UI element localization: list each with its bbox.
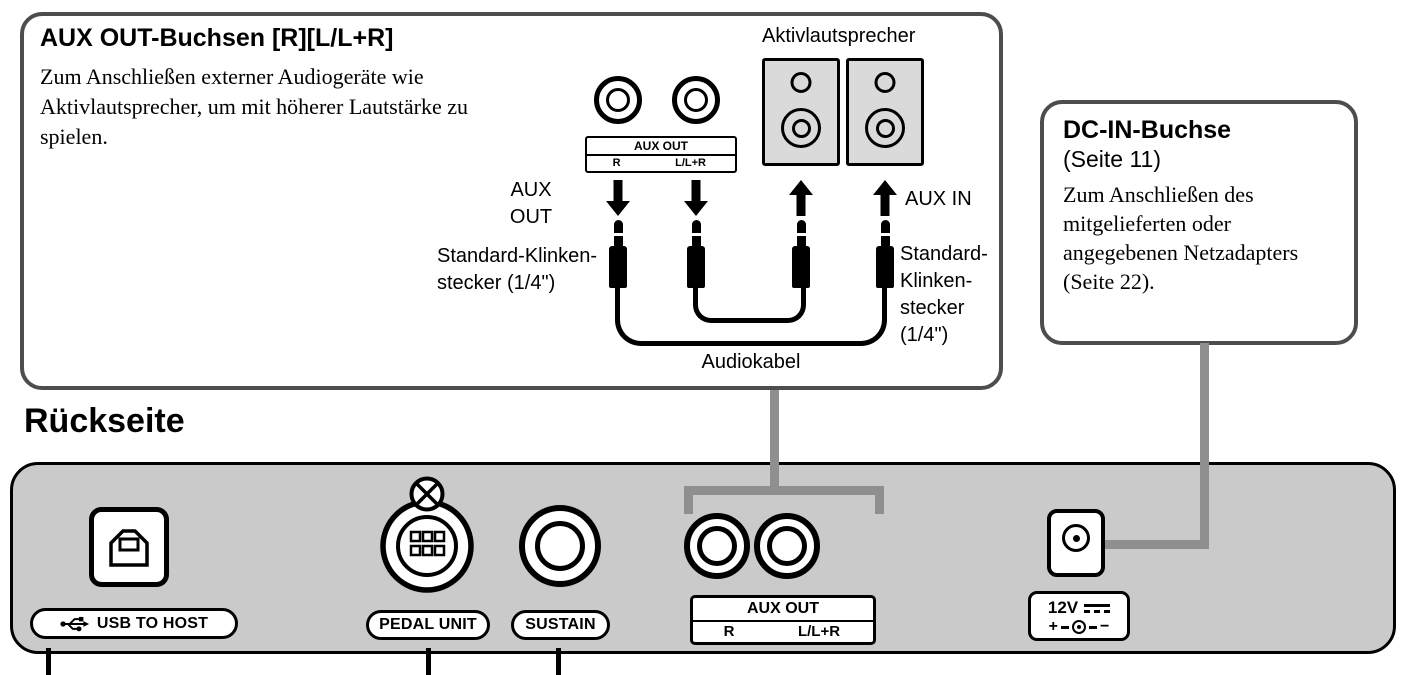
down-arrow-icon xyxy=(684,180,708,216)
aux-bracket-line xyxy=(684,486,884,495)
pedal-unit-connector-icon xyxy=(380,476,474,593)
dc-symbol-icon xyxy=(1084,603,1111,613)
usb-port-icon xyxy=(89,507,169,587)
dc-power-plate: 12V + − xyxy=(1028,591,1130,641)
aux-box-description: Zum Anschließen externer Audiogeräte wie… xyxy=(40,62,468,152)
speaker-left-icon xyxy=(762,58,840,166)
dc-plus-label: + xyxy=(1048,618,1058,635)
dc-minus-label: − xyxy=(1100,618,1110,635)
plate-right-label: L/L+R xyxy=(797,623,841,640)
usb-to-host-label-text: USB TO HOST xyxy=(96,614,209,632)
up-arrow-icon xyxy=(873,180,897,216)
plate-row: R L/L+R xyxy=(587,156,735,171)
sustain-label-text: SUSTAIN xyxy=(525,616,596,633)
dc-box-subtitle: (Seite 11) xyxy=(1063,146,1162,172)
dc-box-description: Zum Anschließen des mitgelieferten oder … xyxy=(1063,180,1298,296)
plate-left-label: R xyxy=(612,157,621,169)
jack-inner-ring-icon xyxy=(535,521,585,571)
dc-box-description-line: (Seite 22). xyxy=(1063,269,1155,294)
dc-box-title: DC-IN-Buchse xyxy=(1063,116,1232,144)
left-plug-label-line: stecker (1/4") xyxy=(437,272,556,294)
right-plug-label-line: (1/4") xyxy=(900,324,949,346)
dc-in-jack-icon xyxy=(1047,509,1105,577)
audio-cable-inner-icon xyxy=(693,286,806,323)
right-plug-label: Standard- Klinken- stecker (1/4") xyxy=(900,241,988,349)
woofer-icon xyxy=(865,108,905,148)
phone-plug-icon xyxy=(876,220,894,288)
phone-plug-icon xyxy=(609,220,627,288)
woofer-icon xyxy=(781,108,821,148)
sustain-jack-icon xyxy=(519,505,601,587)
pedal-callout-tick xyxy=(426,648,431,675)
aux-box-description-line: Zum Anschließen externer Audiogeräte wie xyxy=(40,64,424,89)
aux-box-description-line: spielen. xyxy=(40,124,108,149)
right-plug-label-line: Standard- xyxy=(900,243,988,265)
aux-out-r-jack-icon xyxy=(594,76,642,124)
plate-left-label: R xyxy=(723,623,735,640)
aux-bracket-end-right xyxy=(875,486,884,514)
tweeter-icon xyxy=(874,72,896,93)
up-arrow-icon xyxy=(789,180,813,216)
jack-inner-ring-icon xyxy=(684,88,708,112)
left-plug-label: Standard-Klinken- stecker (1/4") xyxy=(437,243,597,297)
sustain-callout-tick xyxy=(556,648,561,675)
dc-callout-line-vertical xyxy=(1200,343,1209,549)
dc-box-description-line: angegebenen Netzadapters xyxy=(1063,240,1299,265)
dc-box-description-line: Zum Anschließen des xyxy=(1063,182,1254,207)
rear-aux-out-plate: AUX OUT R L/L+R xyxy=(690,595,876,645)
dc-callout-line-horizontal xyxy=(1104,540,1209,549)
aux-bracket-end-left xyxy=(684,486,693,514)
dc-box-description-line: mitgelieferten oder xyxy=(1063,211,1231,236)
usb-to-host-label: USB TO HOST xyxy=(30,608,238,639)
aux-out-arrow-label-line: OUT xyxy=(509,206,553,228)
left-plug-label-line: Standard-Klinken- xyxy=(437,245,598,267)
aux-out-lr-jack-icon xyxy=(672,76,720,124)
pedal-unit-label: PEDAL UNIT xyxy=(366,610,490,640)
audio-cable-outer-icon xyxy=(615,286,887,346)
rear-aux-out-lr-jack-icon xyxy=(754,513,820,579)
phone-plug-icon xyxy=(687,220,705,288)
plate-title: AUX OUT xyxy=(693,598,873,622)
right-plug-label-line: Klinken- xyxy=(900,270,973,292)
dc-jack-pin-icon xyxy=(1072,534,1080,542)
dc-voltage-label: 12V xyxy=(1047,598,1079,617)
plate-row: R L/L+R xyxy=(693,622,873,642)
right-plug-label-line: stecker xyxy=(900,297,965,319)
speaker-right-icon xyxy=(846,58,924,166)
dc-jack-ring-icon xyxy=(1062,524,1090,552)
aux-out-arrow-label: AUX OUT xyxy=(500,177,562,231)
aux-box-description-line: Aktivlautsprecher, um mit höherer Lautst… xyxy=(40,94,468,119)
plate-right-label: L/L+R xyxy=(675,157,707,169)
usb-trident-icon xyxy=(60,616,89,631)
dc-voltage-row: 12V xyxy=(1047,598,1111,618)
down-arrow-icon xyxy=(606,180,630,216)
audio-cable-label: Audiokabel xyxy=(701,351,801,373)
aux-out-jack-plate: AUX OUT R L/L+R xyxy=(585,136,737,173)
rear-aux-out-r-jack-icon xyxy=(684,513,750,579)
dc-in-callout-box xyxy=(1040,100,1358,345)
speakers-label: Aktivlautsprecher xyxy=(762,25,916,47)
pedal-unit-label-text: PEDAL UNIT xyxy=(379,616,477,633)
rear-panel-heading: Rückseite xyxy=(24,402,185,440)
plate-title: AUX OUT xyxy=(587,138,735,156)
usb-callout-tick xyxy=(46,648,51,675)
jack-inner-ring-icon xyxy=(697,526,737,566)
aux-box-title: AUX OUT-Buchsen [R][L/L+R] xyxy=(40,24,394,52)
aux-in-arrow-label: AUX IN xyxy=(905,188,972,210)
jack-inner-ring-icon xyxy=(767,526,807,566)
aux-callout-line xyxy=(770,390,779,490)
jack-inner-ring-icon xyxy=(606,88,630,112)
phone-plug-icon xyxy=(792,220,810,288)
sustain-label: SUSTAIN xyxy=(511,610,610,640)
dc-polarity-icon: + − xyxy=(1048,618,1110,635)
aux-out-arrow-label-line: AUX xyxy=(510,179,552,201)
tweeter-icon xyxy=(790,72,812,93)
